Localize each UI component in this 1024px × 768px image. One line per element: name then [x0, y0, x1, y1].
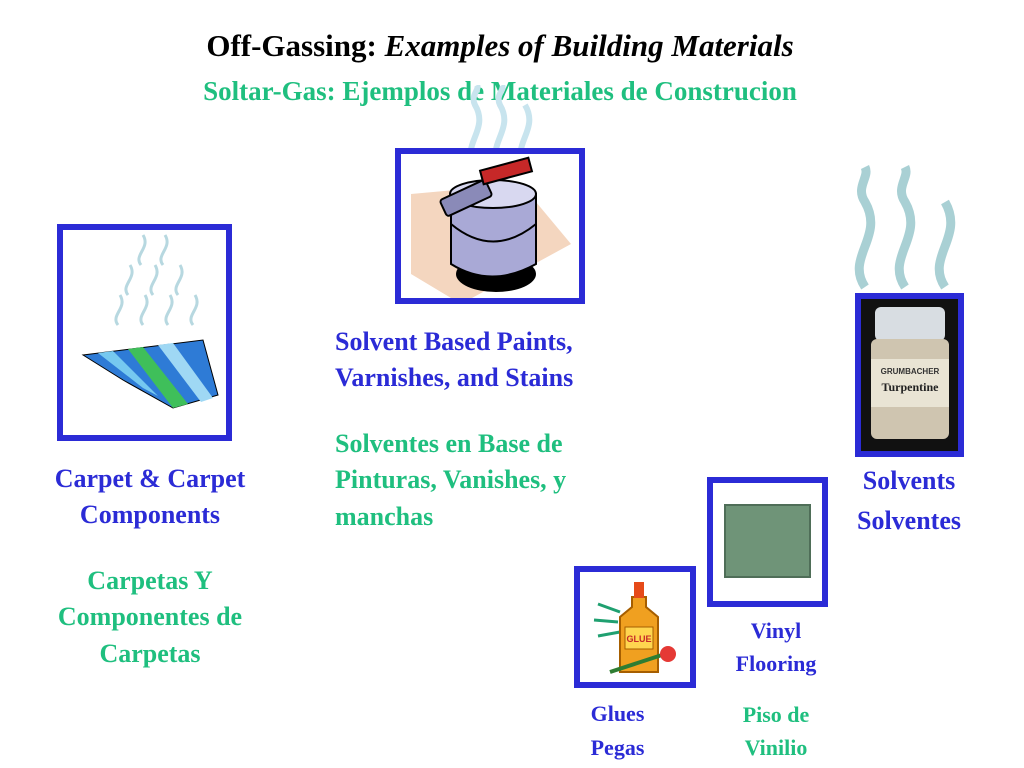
vinyl-spanish: Piso de Vinilio: [708, 698, 844, 764]
paints-spanish-line: Pinturas, Vanishes, y: [335, 465, 567, 495]
solvents-english: Solvents: [862, 466, 956, 495]
paints-english-line: Solvent Based Paints,: [335, 327, 573, 356]
paint-can-frame: [395, 148, 585, 304]
sparkle-icon: [593, 602, 621, 638]
carpet-icon: [81, 234, 219, 409]
glues-english: Glues: [590, 701, 645, 726]
rug-icon: [81, 339, 219, 409]
carpet-english-line: Carpet & Carpet: [54, 464, 246, 493]
carpet-frame: [57, 224, 232, 441]
solvents-frame: GRUMBACHER Turpentine: [855, 293, 964, 457]
paints-spanish: Solventes en Base de Pinturas, Vanishes,…: [335, 426, 665, 535]
glues-spanish: Pegas: [590, 735, 645, 760]
vinyl-tile-icon: [724, 504, 811, 578]
carpet-spanish: Carpetas Y Componentes de Carpetas: [10, 563, 290, 672]
fumes-icon: [114, 234, 199, 326]
paint-can-icon: [411, 156, 571, 298]
glues-frame: GLUE: [574, 566, 696, 688]
glue-bottle-icon: GLUE: [593, 582, 676, 674]
solvent-steam-icon: [854, 164, 956, 290]
bottle-label: GLUE: [626, 634, 651, 644]
jar-label: Turpentine: [882, 380, 940, 394]
vinyl-english-line: Flooring: [735, 651, 817, 676]
vinyl-english: Vinyl Flooring: [708, 614, 844, 680]
carpet-spanish-line: Carpetas: [99, 638, 201, 668]
vinyl-english-line: Vinyl: [750, 618, 802, 643]
vinyl-spanish-line: Piso de: [742, 702, 810, 727]
solvents-spanish: Solventes: [857, 506, 961, 535]
paints-english-line: Varnishes, and Stains: [335, 363, 574, 393]
title-main: Off-Gassing:: [206, 28, 377, 63]
turpentine-jar-icon: GRUMBACHER Turpentine: [871, 307, 949, 439]
carpet-spanish-line: Carpetas Y: [87, 566, 213, 595]
carpet-spanish-line: Componentes de: [57, 602, 243, 632]
carpet-english: Carpet & Carpet Components: [10, 461, 290, 534]
vinyl-frame: [707, 477, 828, 607]
paints-spanish-line: manchas: [335, 501, 434, 531]
jar-brand: GRUMBACHER: [881, 367, 940, 376]
paints-english: Solvent Based Paints, Varnishes, and Sta…: [335, 324, 665, 397]
paints-spanish-line: Solventes en Base de: [335, 429, 563, 458]
carpet-english-line: Components: [79, 500, 221, 530]
vinyl-spanish-line: Vinilio: [744, 735, 808, 760]
slide-title: Off-Gassing: Examples of Building Materi…: [0, 28, 1000, 64]
title-italic: Examples of Building Materials: [384, 28, 794, 63]
